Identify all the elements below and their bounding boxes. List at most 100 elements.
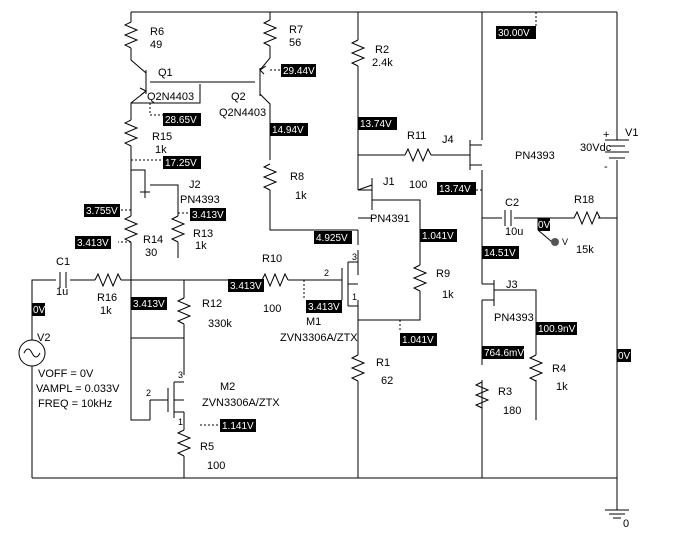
label-r4-name: R4 <box>552 363 566 375</box>
r9-wire <box>358 291 421 321</box>
probe-label: 3.413V <box>131 297 167 310</box>
label-r16-value: 1k <box>100 305 112 317</box>
resistor-r2 <box>350 39 366 67</box>
probe-label: 0V <box>538 218 551 231</box>
jfet-j1-symbol <box>358 178 375 219</box>
probe-label: 3.413V <box>190 208 226 221</box>
ac-source-v2 <box>18 339 46 367</box>
label-r15-name: R15 <box>152 131 172 143</box>
label-r12-name: R12 <box>202 298 222 310</box>
label-r13-value: 1k <box>195 240 207 252</box>
label-r18-name: R18 <box>574 194 594 206</box>
label-m1-name: M1 <box>306 316 321 328</box>
label-r2-value: 2.4k <box>372 57 393 69</box>
battery-minus-sign: - <box>604 161 608 173</box>
probe-label: 764.6mV <box>482 346 524 359</box>
label-j4-model: PN4393 <box>515 150 555 162</box>
label-r9-value: 1k <box>442 289 454 301</box>
label-r7-name: R7 <box>289 24 303 36</box>
q2-r8-wire <box>259 93 358 231</box>
label-v2-vampl: VAMPL = 0.033V <box>36 383 120 395</box>
label-r6-name: R6 <box>150 26 164 38</box>
label-v2-name: V2 <box>37 332 50 344</box>
label-r5-name: R5 <box>200 441 214 453</box>
label-r7-value: 56 <box>289 37 301 49</box>
probe-label: 1.041V <box>420 229 457 242</box>
label-m2-name: M2 <box>220 381 235 393</box>
label-r18-value: 15k <box>576 244 594 256</box>
probe-label: 3.413V <box>228 279 264 292</box>
label-v1-value: 30Vdc <box>580 142 612 154</box>
label-j4-name: J4 <box>442 134 454 146</box>
label-v2-voff: VOFF = 0V <box>38 368 94 380</box>
svg-text:3.413V: 3.413V <box>308 302 340 313</box>
label-m1-model: ZVN3306A/ZTX <box>280 332 358 344</box>
svg-text:17.25V: 17.25V <box>165 158 197 169</box>
j2-top-wire <box>131 169 146 190</box>
svg-text:3.413V: 3.413V <box>77 238 109 249</box>
probe-lead <box>149 103 164 116</box>
label-r12-value: 330k <box>208 318 232 330</box>
jfet-j4-symbol <box>460 140 482 170</box>
probe-label: 13.74V <box>437 182 476 195</box>
label-v1-name: V1 <box>625 127 638 139</box>
probe-label: 3.413V <box>75 236 111 249</box>
m2-pin-gate: 2 <box>146 388 151 398</box>
svg-text:3.413V: 3.413V <box>230 281 262 292</box>
probe-label: 4.925V <box>314 231 352 244</box>
svg-text:3.413V: 3.413V <box>192 210 224 221</box>
label-r3-name: R3 <box>498 386 512 398</box>
label-r15-value: 1k <box>155 144 167 156</box>
resistors <box>94 19 601 457</box>
resistor-r16 <box>94 272 122 288</box>
mosfet-m2-symbol <box>150 381 184 418</box>
m1-pin-drain: 3 <box>352 252 357 262</box>
battery-plus-sign: + <box>603 129 609 141</box>
j2-gate-wire <box>150 184 179 210</box>
svg-text:100.9nV: 100.9nV <box>538 324 576 335</box>
probe-label: 28.65V <box>163 113 201 126</box>
input-signal-wire <box>31 279 318 340</box>
label-q2-model: Q2N4403 <box>219 107 266 119</box>
label-v2-freq: FREQ = 10kHz <box>38 398 112 410</box>
label-r9-name: R9 <box>436 268 450 280</box>
m1-pin-gate: 2 <box>324 268 329 278</box>
label-c1-value: 1u <box>56 286 68 298</box>
svg-text:0V: 0V <box>538 220 551 231</box>
svg-text:14.94V: 14.94V <box>272 125 304 136</box>
capacitor-c2 <box>504 210 512 226</box>
jfet-j3-symbol <box>482 280 495 306</box>
r6-q1-wire <box>130 12 147 74</box>
label-r8-name: R8 <box>290 171 304 183</box>
label-j2-name: J2 <box>189 179 201 191</box>
j1-wire <box>357 184 421 265</box>
q1-q2-collector-wire <box>131 84 201 104</box>
resistor-r11 <box>404 147 432 163</box>
svg-text:0V: 0V <box>618 351 631 362</box>
label-c2-value: 10u <box>505 226 523 238</box>
label-r1-name: R1 <box>376 357 390 369</box>
label-r13-name: R13 <box>193 228 213 240</box>
battery-v1-icon <box>605 139 629 159</box>
label-r3-value: 180 <box>503 405 521 417</box>
svg-text:3.413V: 3.413V <box>133 299 165 310</box>
output-marker-v: V <box>562 237 568 247</box>
transistor-q1-arrow <box>139 87 147 96</box>
label-j1-name: J1 <box>383 176 395 188</box>
probe-label: 3.413V <box>306 300 342 313</box>
label-q1-model: Q2N4403 <box>147 91 194 103</box>
label-r10-name: R10 <box>262 253 282 265</box>
label-r10-value: 100 <box>263 303 281 315</box>
label-j3-model: PN4393 <box>494 312 534 324</box>
resistor-r5 <box>176 429 192 457</box>
svg-text:1.141V: 1.141V <box>222 421 254 432</box>
m2-pin-source: 1 <box>178 417 183 427</box>
label-r14-name: R14 <box>143 234 163 246</box>
svg-text:13.74V: 13.74V <box>439 184 471 195</box>
sources: + - <box>18 129 629 367</box>
capacitors <box>59 210 512 288</box>
capacitor-c1 <box>59 272 67 288</box>
pin-numbers: 2 3 1 2 3 1 <box>146 252 357 427</box>
